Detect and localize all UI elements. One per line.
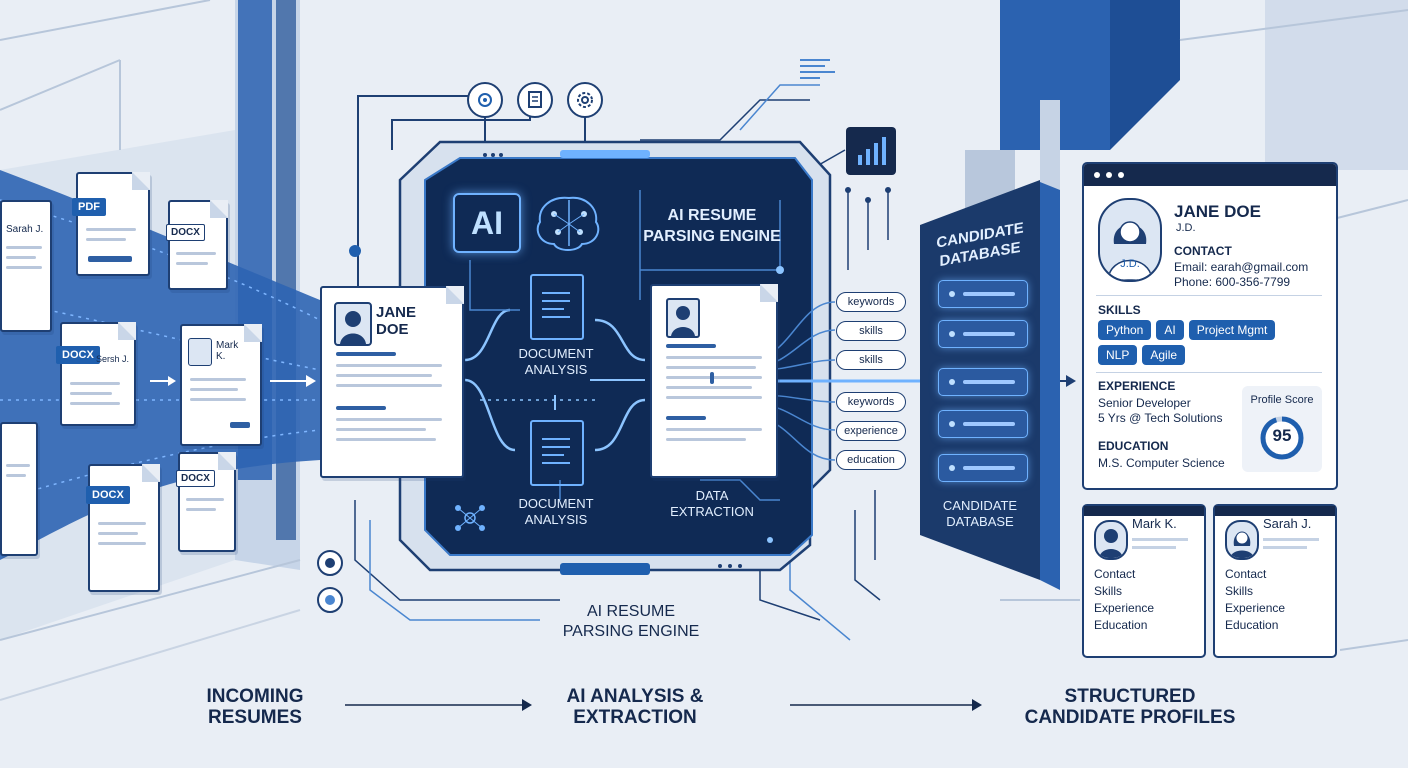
pdf-tag: PDF — [72, 198, 106, 216]
mini-profile-field: Contact — [1225, 567, 1267, 581]
window-title-bar — [1084, 506, 1204, 516]
caption-ai-analysis: AI ANALYSIS & EXTRACTION — [566, 686, 704, 728]
profile-name: JANE DOE — [1174, 202, 1261, 221]
mini-profile-name: Sarah J. — [1263, 516, 1312, 531]
mini-profile-card-sarah: Sarah J. Contact Skills Experience Educa… — [1213, 504, 1337, 658]
experience-detail: 5 Yrs @ Tech Solutions — [1098, 411, 1223, 425]
skill-chip: Agile — [1142, 345, 1186, 365]
education-heading: EDUCATION — [1098, 439, 1169, 453]
database-record — [938, 410, 1028, 438]
database-title-bottom: CANDIDATE DATABASE — [942, 498, 1018, 529]
profile-initials: J.D. — [1176, 222, 1196, 234]
mini-profile-name: Mark K. — [1132, 516, 1177, 531]
profile-phone: Phone: 600-356-7799 — [1174, 275, 1291, 289]
avatar — [1225, 520, 1259, 560]
database-record — [938, 454, 1028, 482]
resume-name: Mark K. — [216, 340, 239, 362]
skill-chip: NLP — [1098, 345, 1138, 365]
mini-profile-field: Contact — [1094, 567, 1136, 581]
contact-heading: CONTACT — [1174, 244, 1232, 258]
experience-heading: EXPERIENCE — [1098, 379, 1176, 393]
person-icon — [1230, 531, 1254, 558]
avatar — [666, 298, 700, 338]
docx-tag: DOCX — [166, 224, 205, 241]
mini-profile-field: Experience — [1225, 601, 1286, 615]
incoming-resume-mark: Mark K. — [180, 324, 262, 446]
skills-heading: SKILLS — [1098, 303, 1141, 317]
engine-title: AI RESUME PARSING ENGINE — [643, 207, 781, 245]
incoming-resume-docx-1: DOCX — [166, 200, 228, 290]
tag-pill-education: education — [836, 450, 906, 470]
skill-chip: AI — [1156, 320, 1184, 340]
docx-tag: DOCX — [56, 346, 100, 364]
database-record — [938, 368, 1028, 396]
profile-score-value: 95 — [1272, 426, 1292, 445]
gear-icon — [467, 82, 503, 118]
tag-pill-keywords: keywords — [836, 292, 906, 312]
document-analysis-doc-1 — [530, 274, 584, 340]
engine-caption: AI RESUME PARSING ENGINE — [562, 603, 700, 640]
tag-pill-skills-2: skills — [836, 350, 906, 370]
education-detail: M.S. Computer Science — [1098, 456, 1225, 470]
data-extraction-label: DATA EXTRACTION — [670, 488, 754, 519]
avatar — [1094, 520, 1128, 560]
mini-profile-card-mark: Mark K. Contact Skills Experience Educat… — [1082, 504, 1206, 658]
resume-name: Sersh J. — [96, 354, 130, 364]
caption-incoming-resumes: INCOMING RESUMES — [206, 686, 304, 728]
database-record — [938, 320, 1028, 348]
mini-profile-field: Skills — [1094, 584, 1123, 598]
docx-tag: DOCX — [176, 470, 215, 487]
settings-icon — [567, 82, 603, 118]
avatar — [334, 302, 372, 346]
person-icon — [671, 306, 695, 336]
tag-pill-skills: skills — [836, 321, 906, 341]
tag-pill-experience: experience — [836, 421, 906, 441]
document-analysis-label-1: DOCUMENT ANALYSIS — [518, 346, 594, 377]
avatar: J.D. — [1098, 198, 1162, 282]
skill-chip: Project Mgmt — [1188, 320, 1276, 340]
window-title-bar — [1084, 164, 1336, 186]
brain-icon — [536, 196, 600, 251]
document-icon — [517, 82, 553, 118]
incoming-resume-sersh: DOCX Sersh J. — [56, 322, 136, 426]
mini-profile-field: Skills — [1225, 584, 1254, 598]
profile-score-panel: Profile Score 95 — [1242, 386, 1322, 472]
avatar — [188, 338, 212, 366]
incoming-resume-docx-4: DOCX — [176, 452, 236, 552]
person-icon — [1099, 529, 1123, 558]
bar-chart-icon — [846, 127, 896, 175]
network-icon — [455, 505, 485, 531]
resume-name: Sarah J. — [6, 224, 44, 235]
ai-badge: AI — [453, 193, 521, 253]
experience-title: Senior Developer — [1098, 396, 1191, 410]
candidate-profile-card: J.D. JANE DOE J.D. CONTACT Email: earah@… — [1082, 162, 1338, 490]
avatar-initials: J.D. — [1120, 258, 1140, 270]
score-ring-icon — [1260, 416, 1304, 460]
caption-structured-profiles: STRUCTURED CANDIDATE PROFILES — [1024, 686, 1236, 728]
person-icon — [1107, 221, 1153, 280]
mini-profile-field: Education — [1225, 618, 1279, 632]
resume-name: JANE DOE — [376, 304, 417, 338]
document-analysis-label-2: DOCUMENT ANALYSIS — [518, 496, 594, 527]
profile-email: Email: earah@gmail.com — [1174, 260, 1309, 274]
person-icon — [340, 311, 366, 344]
window-title-bar — [1215, 506, 1335, 516]
data-extraction-doc — [650, 284, 778, 478]
profile-score-label: Profile Score — [1250, 394, 1314, 406]
incoming-resume-sarah: Sarah J. — [0, 200, 52, 332]
tag-pill-keywords-2: keywords — [836, 392, 906, 412]
skill-chip: Python — [1098, 320, 1152, 340]
mini-profile-field: Experience — [1094, 601, 1155, 615]
incoming-resume-pdf: PDF — [72, 172, 150, 276]
jane-doe-resume: JANE DOE — [320, 286, 464, 478]
docx-tag: DOCX — [86, 486, 130, 504]
incoming-resume-docx-3: DOCX — [86, 464, 160, 592]
document-analysis-doc-2 — [530, 420, 584, 486]
database-records — [920, 270, 1040, 490]
mini-profile-field: Education — [1094, 618, 1148, 632]
database-record — [938, 280, 1028, 308]
incoming-resume-docx-2 — [0, 422, 38, 556]
